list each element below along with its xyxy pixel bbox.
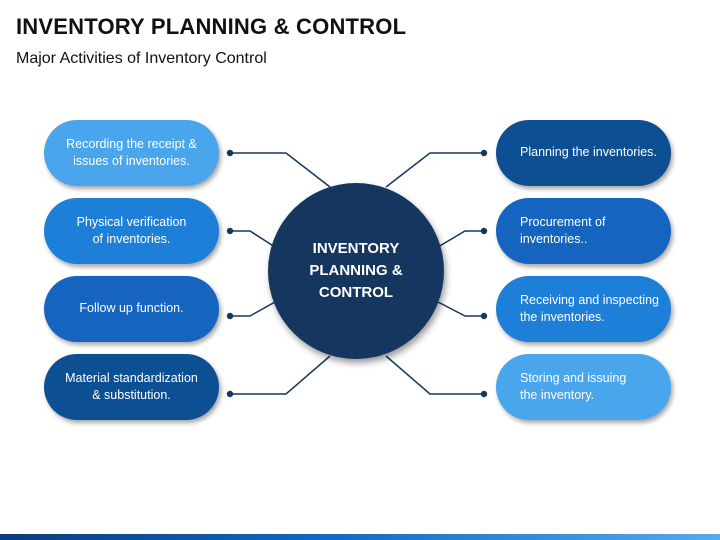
connector-dot-right-4 xyxy=(480,390,488,398)
central-hub: INVENTORY PLANNING & CONTROL xyxy=(268,183,444,359)
connector-right-2 xyxy=(437,230,484,248)
activity-recording: Recording the receipt & issues of invent… xyxy=(44,120,219,186)
connector-left-2 xyxy=(230,230,276,248)
connector-left-3 xyxy=(230,301,276,317)
activity-label: Follow up function. xyxy=(79,301,184,316)
activity-label: Physical verification of inventories. xyxy=(76,214,187,247)
connector-right-1 xyxy=(385,152,484,188)
connector-left-1 xyxy=(230,152,331,188)
connector-dot-right-2 xyxy=(480,227,488,235)
activity-material-standardization: Material standardization & substitution. xyxy=(44,354,219,420)
activity-storing-issuing: Storing and issuing the inventory. xyxy=(496,354,671,420)
activity-label: Recording the receipt & issues of invent… xyxy=(66,136,197,169)
activity-label: Procurement of inventories.. xyxy=(520,214,606,247)
connector-left-4 xyxy=(230,355,331,395)
connector-dot-left-1 xyxy=(226,149,234,157)
activity-label: Receiving and inspecting the inventories… xyxy=(520,292,659,325)
activity-follow-up: Follow up function. xyxy=(44,276,219,342)
page-subtitle: Major Activities of Inventory Control xyxy=(16,50,267,67)
connector-dot-right-1 xyxy=(480,149,488,157)
connector-dot-left-3 xyxy=(226,312,234,320)
activity-label: Planning the inventories. xyxy=(520,145,657,160)
connector-dot-left-4 xyxy=(226,390,234,398)
hub-label: INVENTORY PLANNING & CONTROL xyxy=(309,240,403,301)
activity-label: Storing and issuing the inventory. xyxy=(520,370,627,403)
connector-right-4 xyxy=(385,355,484,395)
activity-planning: Planning the inventories. xyxy=(496,120,671,186)
activity-procurement: Procurement of inventories.. xyxy=(496,198,671,264)
connector-dot-right-3 xyxy=(480,312,488,320)
connector-dot-left-2 xyxy=(226,227,234,235)
connector-right-3 xyxy=(437,301,484,317)
activity-physical-verification: Physical verification of inventories. xyxy=(44,198,219,264)
activity-receiving-inspecting: Receiving and inspecting the inventories… xyxy=(496,276,671,342)
page-title: INVENTORY PLANNING & CONTROL xyxy=(16,14,407,39)
activity-label: Material standardization & substitution. xyxy=(65,370,198,403)
footer-bar xyxy=(0,534,720,540)
